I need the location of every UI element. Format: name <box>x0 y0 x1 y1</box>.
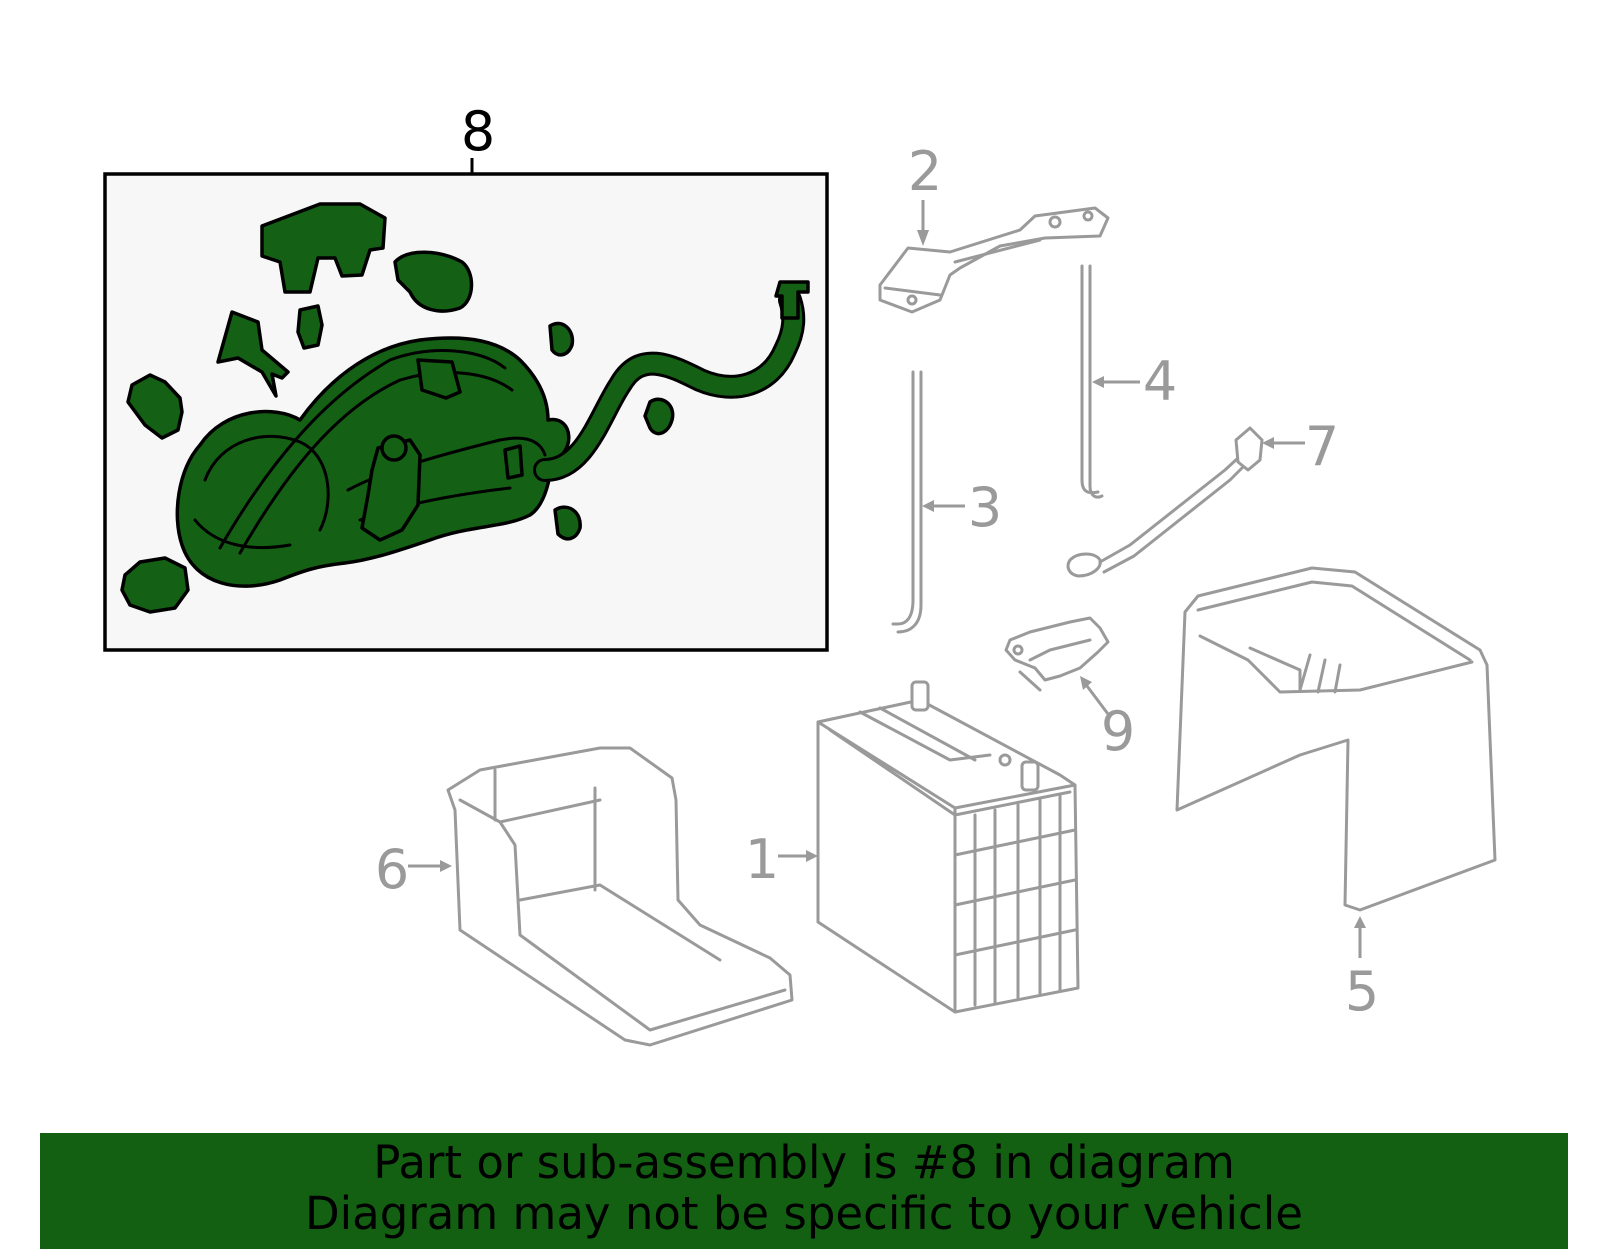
callout-7-arrowhead <box>1262 437 1274 449</box>
battery-grid <box>953 793 1077 1007</box>
callout-5-arrowhead <box>1354 916 1366 928</box>
battery-cover-edge <box>1196 580 1474 694</box>
part-1-group[interactable]: 1 <box>745 680 1080 1014</box>
banner-line-2: Diagram may not be specific to your vehi… <box>305 1187 1303 1240</box>
cable-clip <box>553 505 582 541</box>
part-8-group[interactable]: 8 <box>103 100 829 652</box>
harness-connector <box>416 358 462 400</box>
callout-2-arrowhead <box>917 230 929 246</box>
sensor-bracket-edge <box>1018 638 1092 692</box>
sensor-hole <box>1012 644 1024 656</box>
harness-wire-line <box>203 434 330 532</box>
callout-2: 2 <box>908 140 942 203</box>
part-5-group[interactable]: 5 <box>1175 566 1497 1023</box>
callout-8: 8 <box>461 100 495 163</box>
harness-relay-block <box>360 438 422 542</box>
battery-tray-inner <box>458 768 787 1032</box>
battery-top-detail <box>858 706 992 762</box>
harness-terminal <box>774 280 810 320</box>
callout-3: 3 <box>968 476 1002 539</box>
callout-9: 9 <box>1101 700 1135 763</box>
harness-wire-line <box>193 518 292 550</box>
info-banner: Part or sub-assembly is #8 in diagram Di… <box>40 1133 1568 1249</box>
part-4-group[interactable]: 4 <box>1080 264 1177 499</box>
part-2-group[interactable]: 2 <box>878 140 1110 314</box>
banner-line-1: Part or sub-assembly is #8 in diagram <box>373 1136 1235 1189</box>
bracket-hole <box>1082 210 1094 222</box>
callout-7: 7 <box>1305 415 1339 478</box>
harness-relay-top <box>380 434 408 462</box>
battery-cover-vent <box>1298 653 1342 694</box>
callout-5: 5 <box>1345 960 1379 1023</box>
battery-terminal-positive <box>910 680 930 712</box>
junction-cover <box>260 202 387 294</box>
fuse-holder <box>393 250 474 313</box>
callout-4: 4 <box>1143 350 1177 413</box>
battery-terminal-negative <box>1020 760 1040 792</box>
wire-harness <box>175 280 810 588</box>
part-3-group[interactable]: 3 <box>891 370 1002 634</box>
callout-1-arrowhead <box>806 850 818 862</box>
bottom-connector <box>120 556 190 614</box>
bracket-hole <box>1048 215 1062 229</box>
battery-top-edge <box>816 720 1077 1014</box>
bracket-clip <box>216 310 290 398</box>
cable-7-body <box>1098 456 1246 574</box>
callout-9-arrow <box>1085 685 1110 715</box>
part-9-group[interactable]: 9 <box>1004 616 1135 763</box>
j-bolt-4 <box>1080 264 1104 499</box>
j-bolt-3 <box>891 370 923 634</box>
cable-clip <box>643 397 675 436</box>
harness-wire-line <box>238 371 514 555</box>
harness-wire-line <box>218 349 507 550</box>
hold-down-bracket <box>878 206 1110 314</box>
callout-4-arrowhead <box>1092 376 1104 388</box>
small-clip <box>296 304 324 350</box>
callout-3-arrowhead <box>922 500 934 512</box>
harness-cable-fill <box>536 291 803 479</box>
part-7-group[interactable]: 7 <box>1066 415 1339 578</box>
side-connector <box>126 373 184 440</box>
callout-6: 6 <box>375 838 409 901</box>
bracket-edge <box>883 238 1042 297</box>
cable-7-terminal <box>1234 426 1264 472</box>
battery-vent-cap <box>998 753 1012 767</box>
bracket-hole <box>906 294 918 306</box>
battery-body <box>816 698 1080 1014</box>
callout-6-arrowhead <box>440 860 452 872</box>
battery-cover <box>1175 566 1497 912</box>
cable-7-eyelet <box>1066 552 1102 578</box>
part-6-group[interactable]: 6 <box>375 746 794 1047</box>
cable-clip <box>548 321 575 357</box>
harness-clip <box>503 444 524 480</box>
callout-1: 1 <box>745 828 779 891</box>
callout-9-arrowhead <box>1080 676 1092 690</box>
